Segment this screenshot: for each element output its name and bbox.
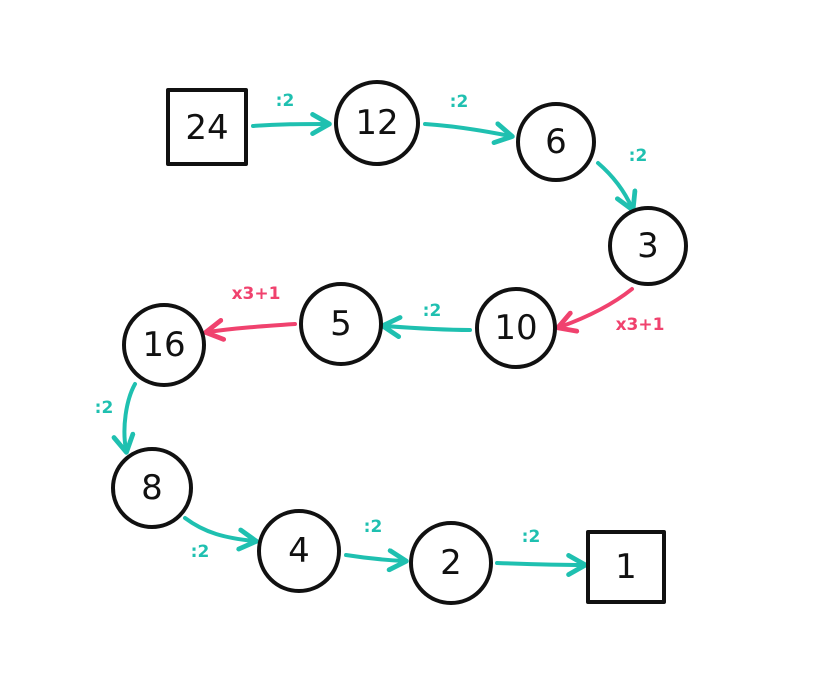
node-2-circle [409,521,493,605]
edge-6-to-3 [596,161,638,213]
node-16-label: 16 [142,325,185,365]
node-3-label: 3 [637,226,659,266]
node-6-label: 6 [545,122,567,162]
edge-24-to-12 [251,112,332,137]
node-16-circle [122,303,206,387]
edge-4-to-2 [344,548,409,573]
node-12: 12 [334,80,420,166]
node-8-circle [111,447,193,529]
edge-label-4-to-2: :2 [364,517,383,537]
node-4-circle [257,509,341,593]
edge-label-8-to-4: :2 [191,542,210,562]
node-1: 1 [586,530,666,604]
node-2-label: 2 [440,543,462,583]
edge-label-10-to-5: :2 [423,301,442,321]
edge-label-3-to-10: x3+1 [616,315,665,335]
node-12-label: 12 [355,103,398,143]
node-1-square [586,530,666,604]
node-6-circle [516,102,596,182]
node-12-circle [334,80,420,166]
node-16: 16 [122,303,206,387]
node-6: 6 [516,102,596,182]
node-10-label: 10 [494,308,537,348]
edge-label-24-to-12: :2 [276,91,295,111]
edges-layer [111,112,638,577]
node-3-circle [608,206,688,286]
edge-label-16-to-8: :2 [95,398,114,418]
edge-label-6-to-3: :2 [629,146,648,166]
node-2: 2 [409,521,493,605]
node-5-circle [299,282,383,366]
edge-5-to-16 [203,317,297,342]
node-5-label: 5 [330,304,352,344]
edge-labels-layer: :2 :2 :2 x3+1 :2 x3+1 :2 :2 :2 :2 [95,91,665,562]
edge-10-to-5 [380,315,472,340]
edge-8-to-4 [183,516,259,552]
node-4-label: 4 [288,531,310,571]
edge-16-to-8 [111,382,137,455]
edge-3-to-10 [555,287,634,334]
edge-label-5-to-16: x3+1 [232,284,281,304]
edge-2-to-1 [495,552,588,577]
node-8: 8 [111,447,193,529]
node-24: 24 [166,88,248,166]
edge-label-12-to-6: :2 [450,92,469,112]
edge-12-to-6 [423,121,515,145]
node-8-label: 8 [141,468,163,508]
node-4: 4 [257,509,341,593]
node-10: 10 [475,287,557,369]
node-1-label: 1 [615,547,637,587]
nodes-layer: 24 12 6 3 10 5 16 8 [111,80,688,605]
node-24-square [166,88,248,166]
node-3: 3 [608,206,688,286]
node-5: 5 [299,282,383,366]
node-24-label: 24 [185,108,228,148]
node-10-circle [475,287,557,369]
edge-label-2-to-1: :2 [522,527,541,547]
